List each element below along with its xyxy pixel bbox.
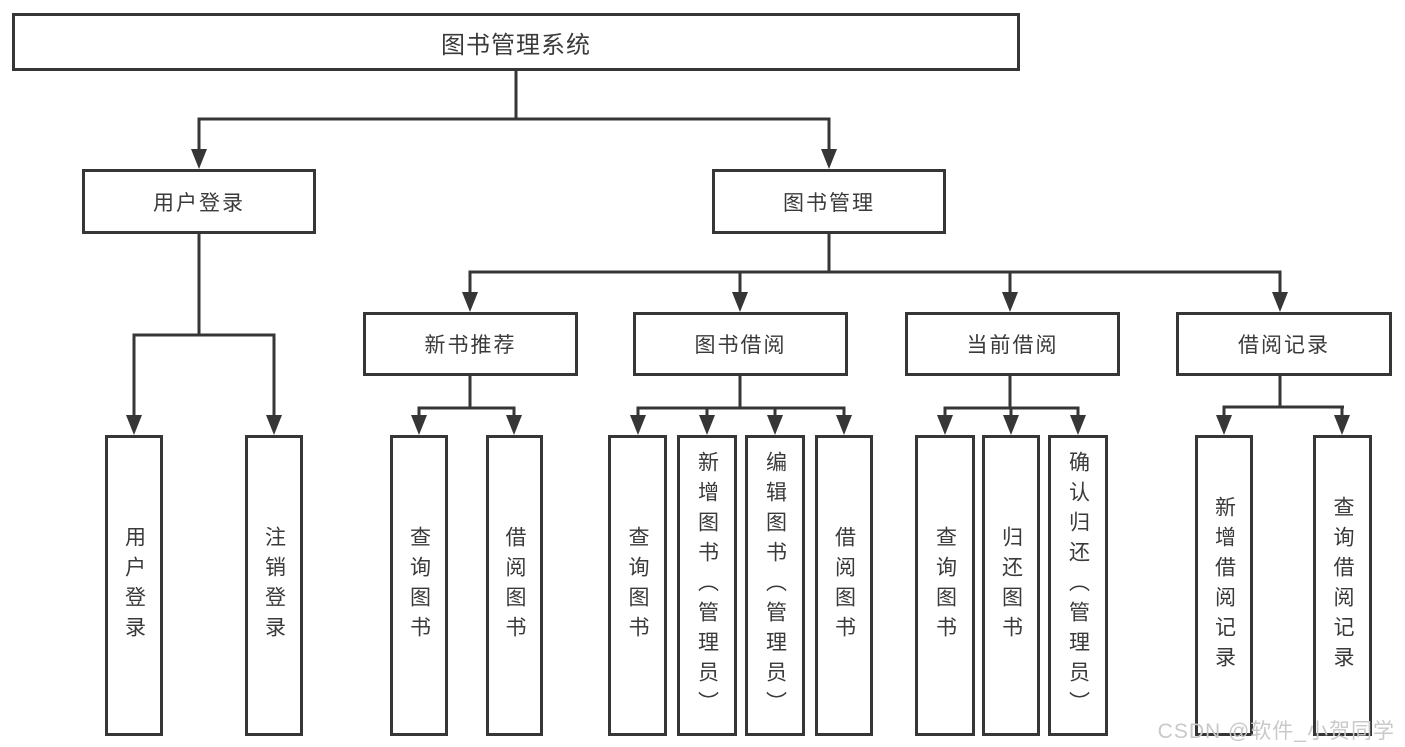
node-current-borrowing: 当前借阅 bbox=[905, 312, 1120, 376]
node-leaf-confirm-return-admin: 确认归还（管理员） bbox=[1048, 435, 1108, 736]
node-leaf-logout: 注销登录 bbox=[245, 435, 303, 736]
node-leaf-borrow-books-recommend: 借阅图书 bbox=[486, 435, 543, 736]
node-leaf-add-borrow-record: 新增借阅记录 bbox=[1195, 435, 1253, 736]
node-leaf-query-books-recommend: 查询图书 bbox=[390, 435, 448, 736]
node-borrowing-records: 借阅记录 bbox=[1176, 312, 1392, 376]
node-leaf-query-books-borrow: 查询图书 bbox=[608, 435, 667, 736]
node-leaf-edit-books-admin: 编辑图书（管理员） bbox=[745, 435, 805, 736]
node-book-borrowing: 图书借阅 bbox=[633, 312, 848, 376]
node-user-login: 用户登录 bbox=[82, 169, 316, 234]
node-book-management: 图书管理 bbox=[712, 169, 946, 234]
node-new-book-recommendation: 新书推荐 bbox=[363, 312, 578, 376]
csdn-watermark: CSDN @软件_小贺同学 bbox=[1157, 720, 1395, 743]
node-leaf-query-borrow-record: 查询借阅记录 bbox=[1313, 435, 1372, 736]
node-leaf-query-books-current: 查询图书 bbox=[915, 435, 975, 736]
node-library-management-system: 图书管理系统 bbox=[12, 13, 1020, 71]
node-leaf-return-books: 归还图书 bbox=[982, 435, 1040, 736]
node-leaf-user-login: 用户登录 bbox=[105, 435, 163, 736]
node-leaf-add-books-admin: 新增图书（管理员） bbox=[677, 435, 737, 736]
node-leaf-borrow-books: 借阅图书 bbox=[815, 435, 873, 736]
